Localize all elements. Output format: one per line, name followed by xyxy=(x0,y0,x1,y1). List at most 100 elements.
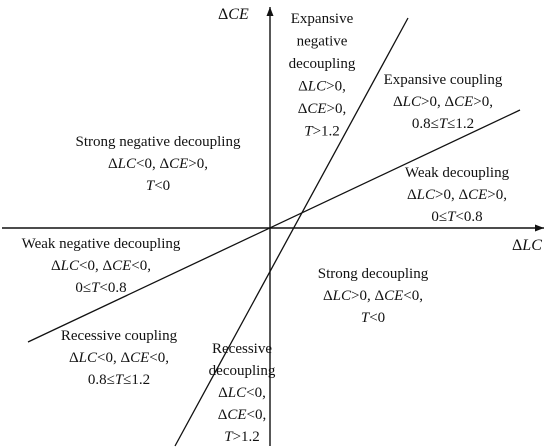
region-label-segment: CE xyxy=(384,288,403,304)
region-label-segment: ≤1.2 xyxy=(447,116,474,132)
region-label-segment: negative xyxy=(297,34,348,50)
region-label-segment: 0≤ xyxy=(75,280,91,296)
region-label-segment: Δ xyxy=(393,94,403,110)
region-label-line: Recessive coupling xyxy=(61,328,178,344)
region-label-segment: T xyxy=(224,429,234,445)
region-label-segment: Δ xyxy=(407,187,417,203)
region-label-segment: Δ xyxy=(323,288,333,304)
region-label-line: T>1.2 xyxy=(304,124,340,140)
region-label-segment: >0, xyxy=(188,156,208,172)
region-label-segment: <0.8 xyxy=(99,280,126,296)
region-label-segment: <0, xyxy=(403,288,423,304)
region-label-segment: T xyxy=(447,209,457,225)
region-label-segment: LC xyxy=(416,187,436,203)
region-label-segment: T xyxy=(91,280,101,296)
region-label-segment: CE xyxy=(454,94,473,110)
region-label-segment: Δ xyxy=(108,156,118,172)
boundary-line-elastic-0-8 xyxy=(27,109,521,343)
region-label-segment: Strong decoupling xyxy=(318,266,429,282)
region-label-segment: 0.8≤ xyxy=(88,372,115,388)
region-label-line: ΔLC>0, xyxy=(298,79,346,95)
region-label-segment: <0, Δ xyxy=(97,350,130,366)
region-label-segment: >0, Δ xyxy=(421,94,454,110)
region-label-segment: <0, Δ xyxy=(136,156,169,172)
region-label-line: Weak negative decoupling xyxy=(22,236,181,252)
region-label-segment: T xyxy=(361,310,371,326)
region-label-line: T>1.2 xyxy=(224,429,260,445)
region-label-segment: Expansive xyxy=(291,11,354,27)
region-label-segment: LC xyxy=(78,350,98,366)
region-label-line: ΔLC<0, xyxy=(218,385,266,401)
region-label-line: ΔLC>0, ΔCE>0, xyxy=(407,187,507,203)
region-label-segment: <0, xyxy=(131,258,151,274)
region-label-segment: <0, xyxy=(247,407,267,423)
region-label-segment: LC xyxy=(307,79,327,95)
region-label-segment: T xyxy=(115,372,125,388)
region-label-segment: T xyxy=(304,124,314,140)
region-label-line: ΔLC>0, ΔCE<0, xyxy=(323,288,423,304)
region-label-segment: Recessive coupling xyxy=(61,328,178,344)
region-label-segment: Recessive xyxy=(212,341,272,357)
region-label-segment: >1.2 xyxy=(233,429,260,445)
region-label-line: Weak decoupling xyxy=(405,165,510,181)
region-label-segment: Δ xyxy=(298,101,308,117)
region-label-segment: LC xyxy=(60,258,80,274)
region-label-segment: LC xyxy=(117,156,137,172)
region-label-segment: >0, xyxy=(487,187,507,203)
region-label-segment: <0, Δ xyxy=(79,258,112,274)
region-label-line: decoupling xyxy=(209,363,276,379)
region-label-line: Strong decoupling xyxy=(318,266,429,282)
region-label-segment: Δ xyxy=(69,350,79,366)
region-label-line: ΔLC<0, ΔCE<0, xyxy=(51,258,151,274)
region-label-segment: >0, Δ xyxy=(435,187,468,203)
region-label-segment: <0 xyxy=(369,310,385,326)
region-label-segment: T xyxy=(146,178,156,194)
region-label-line: 0.8≤T≤1.2 xyxy=(412,116,474,132)
region-label-line: Expansive xyxy=(291,11,354,27)
region-label-segment: <0 xyxy=(154,178,170,194)
region-label-segment: <0, xyxy=(246,385,266,401)
region-label-line: 0≤T<0.8 xyxy=(75,280,126,296)
region-label-segment: Weak negative decoupling xyxy=(22,236,181,252)
region-label-line: T<0 xyxy=(146,178,170,194)
region-label-segment: CE xyxy=(468,187,487,203)
region-label-segment: ≤1.2 xyxy=(123,372,150,388)
region-label-segment: Δ xyxy=(218,385,228,401)
region-label-segment: LC xyxy=(402,94,422,110)
region-label-line: Expansive coupling xyxy=(384,72,503,88)
region-label-line: decoupling xyxy=(289,56,356,72)
region-label-segment: <0.8 xyxy=(455,209,482,225)
boundary-line-elastic-1-2 xyxy=(174,17,409,447)
region-label-line: ΔCE>0, xyxy=(298,101,347,117)
region-label-line: T<0 xyxy=(361,310,385,326)
region-label-line: negative xyxy=(297,34,348,50)
region-label-segment: CE xyxy=(112,258,131,274)
region-label-segment: Weak decoupling xyxy=(405,165,510,181)
x-axis-label: ΔLC xyxy=(512,237,542,254)
region-label-line: 0≤T<0.8 xyxy=(431,209,482,225)
region-label-segment: T xyxy=(439,116,449,132)
region-label-segment: >0, Δ xyxy=(351,288,384,304)
region-label-segment: >0, xyxy=(473,94,493,110)
region-label-segment: LC xyxy=(227,385,247,401)
region-label-line: ΔLC<0, ΔCE>0, xyxy=(108,156,208,172)
region-label-segment: Δ xyxy=(298,79,308,95)
region-label-segment: CE xyxy=(227,407,246,423)
region-label-segment: 0.8≤ xyxy=(412,116,439,132)
region-label-segment: CE xyxy=(307,101,326,117)
region-label-line: ΔLC<0, ΔCE<0, xyxy=(69,350,169,366)
region-label-segment: <0, xyxy=(149,350,169,366)
y-axis-label: ΔCE xyxy=(218,6,249,23)
region-label-line: ΔLC>0, ΔCE>0, xyxy=(393,94,493,110)
region-label-segment: >1.2 xyxy=(313,124,340,140)
region-label-line: 0.8≤T≤1.2 xyxy=(88,372,150,388)
region-label-line: ΔCE<0, xyxy=(218,407,267,423)
region-label-segment: >0, xyxy=(326,79,346,95)
